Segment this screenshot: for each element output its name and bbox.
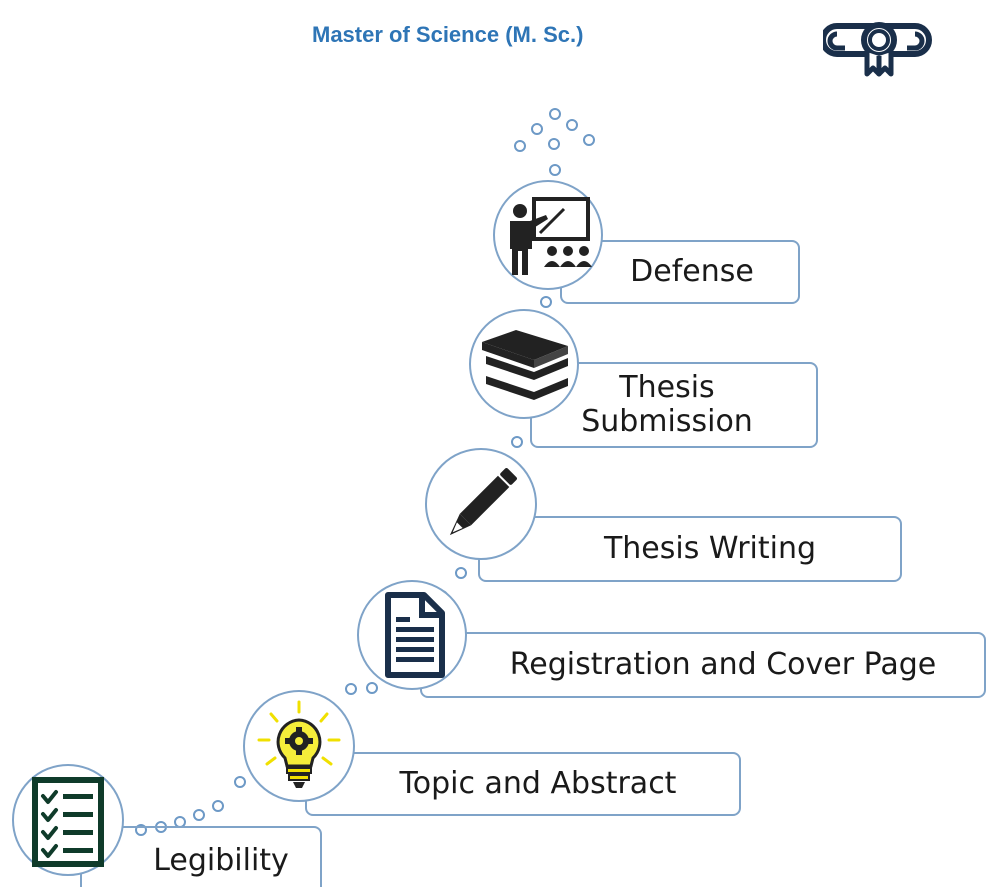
document-icon [385, 592, 445, 678]
connector-dot [549, 108, 561, 120]
step-thesis-writing-label: Thesis Writing [603, 530, 817, 566]
checklist-icon [32, 777, 104, 867]
connector-dot [583, 134, 595, 146]
connector-dot [366, 682, 378, 694]
step-registration-label-box: Registration and Cover Page [420, 632, 986, 698]
step-legibility-circle [12, 764, 124, 876]
step-defense-label: Defense [630, 253, 754, 289]
connector-dot [345, 683, 357, 695]
page-title: Master of Science (M. Sc.) [312, 22, 584, 47]
step-thesis-submission-label-box: Thesis Submission [530, 362, 818, 448]
connector-dot [531, 123, 543, 135]
step-thesis-submission-circle [469, 309, 579, 419]
step-legibility-label: Legibility [153, 842, 289, 878]
connector-dot [511, 436, 523, 448]
connector-dot [193, 809, 205, 821]
connector-dot [455, 567, 467, 579]
connector-dot [234, 776, 246, 788]
step-registration-circle [357, 580, 467, 690]
step-thesis-submission-label: Thesis Submission [581, 369, 753, 439]
connector-dot [514, 140, 526, 152]
step-registration-label: Registration and Cover Page [509, 646, 937, 682]
step-topic-circle [243, 690, 355, 802]
lightbulb-gear-icon [257, 700, 341, 788]
step-thesis-writing-label-box: Thesis Writing [478, 516, 902, 582]
step-topic-label: Topic and Abstract [399, 765, 677, 801]
step-legibility-label-box: Legibility [80, 826, 322, 887]
presentation-icon [510, 197, 592, 275]
step-thesis-writing-circle [425, 448, 537, 560]
step-defense-circle [493, 180, 603, 290]
books-icon [482, 330, 568, 406]
connector-dot [540, 296, 552, 308]
connector-dot [548, 138, 560, 150]
connector-dot [549, 164, 561, 176]
connector-dot [566, 119, 578, 131]
pencil-icon [449, 468, 517, 536]
connector-dot [212, 800, 224, 812]
step-topic-label-box: Topic and Abstract [305, 752, 741, 816]
diploma-icon [823, 22, 932, 77]
